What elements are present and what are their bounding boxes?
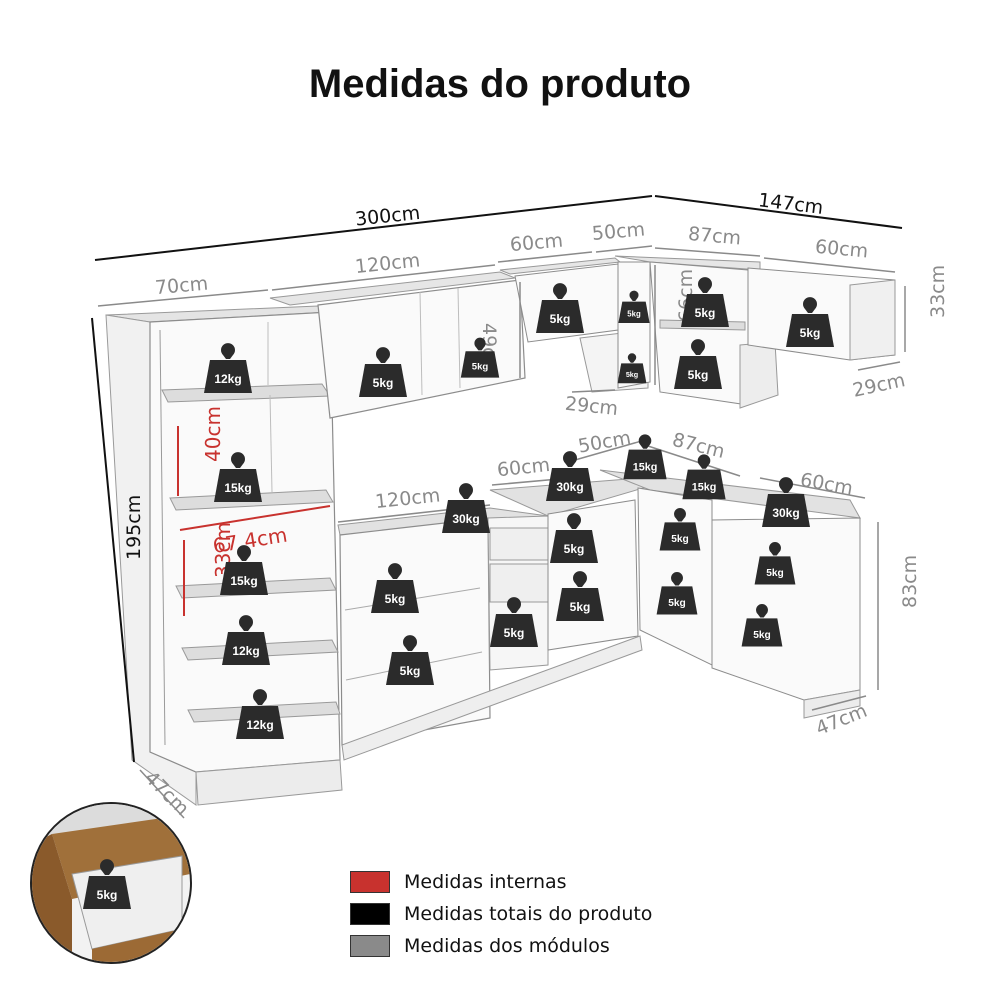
weight-icon: 5kg xyxy=(83,859,131,909)
weight-icon: 5kg xyxy=(550,513,598,563)
weight-icon: 15kg xyxy=(220,545,268,595)
weight-label: 5kg xyxy=(627,310,641,319)
inset-weight-label: 5kg xyxy=(97,888,118,902)
weight-label: 12kg xyxy=(232,644,259,658)
dim-upper-60: 60cm xyxy=(509,230,564,257)
page-title: Medidas do produto xyxy=(308,62,692,106)
weight-icon: 12kg xyxy=(222,615,270,665)
weight-label: 5kg xyxy=(472,362,489,373)
weight-label: 5kg xyxy=(385,592,406,606)
weight-label: 15kg xyxy=(230,574,257,588)
weight-label: 5kg xyxy=(400,664,421,678)
legend-item-module: Medidas dos módulos xyxy=(350,930,652,962)
weight-label: 5kg xyxy=(550,312,571,326)
weight-icon: 5kg xyxy=(536,283,584,333)
weight-label: 30kg xyxy=(772,506,799,520)
weight-icon: 12kg xyxy=(236,689,284,739)
weight-label: 5kg xyxy=(695,306,716,320)
drawer-detail-inset: 5kg xyxy=(30,802,192,964)
weight-icon: 5kg xyxy=(618,290,650,324)
weight-icon: 5kg xyxy=(786,297,834,347)
weight-label: 30kg xyxy=(452,512,479,526)
weight-label: 12kg xyxy=(214,372,241,386)
legend-label: Medidas internas xyxy=(404,871,567,893)
weight-icon: 30kg xyxy=(442,483,490,533)
weight-label: 5kg xyxy=(766,568,784,579)
weight-icon: 5kg xyxy=(681,277,729,327)
dim-lower-60: 60cm xyxy=(496,454,551,481)
dim-upper-50: 50cm xyxy=(591,218,646,245)
dim-upper-70: 70cm xyxy=(154,273,209,300)
weight-label: 5kg xyxy=(564,542,585,556)
weight-icon: 5kg xyxy=(460,337,500,378)
tower-cabinet xyxy=(105,305,343,806)
weight-label: 15kg xyxy=(224,481,251,495)
weight-label: 5kg xyxy=(688,368,709,382)
weight-icon: 15kg xyxy=(623,434,667,480)
dim-upper-29a: 29cm xyxy=(564,393,619,420)
weight-icon: 5kg xyxy=(556,571,604,621)
weight-label: 15kg xyxy=(692,481,717,493)
dim-upper-87: 87cm xyxy=(687,223,742,250)
weight-label: 5kg xyxy=(373,376,394,390)
weight-icon: 15kg xyxy=(214,452,262,502)
weight-icon: 5kg xyxy=(359,347,407,397)
weight-label: 15kg xyxy=(633,461,658,473)
dim-upper-60b: 60cm xyxy=(814,236,869,263)
weight-label: 5kg xyxy=(626,370,638,379)
weight-label: 5kg xyxy=(668,598,686,609)
weight-icon: 5kg xyxy=(741,604,783,647)
legend-item-total: Medidas totais do produto xyxy=(350,898,652,930)
weight-label: 12kg xyxy=(246,718,273,732)
weight-label: 5kg xyxy=(671,534,689,545)
weight-label: 5kg xyxy=(570,600,591,614)
dim-total-height: 195cm xyxy=(123,495,145,560)
weight-label: 5kg xyxy=(504,626,525,640)
weight-icon: 5kg xyxy=(371,563,419,613)
dim-total-depth: 147cm xyxy=(757,189,824,219)
weight-icon: 5kg xyxy=(659,508,701,551)
weight-label: 5kg xyxy=(800,326,821,340)
weight-icon: 30kg xyxy=(546,451,594,501)
weight-icon: 12kg xyxy=(204,343,252,393)
legend: Medidas internas Medidas totais do produ… xyxy=(350,866,652,962)
dim-lower-50: 50cm xyxy=(576,427,632,458)
legend-label: Medidas totais do produto xyxy=(404,903,653,925)
dim-lower-120: 120cm xyxy=(374,484,441,513)
legend-item-internal: Medidas internas xyxy=(350,866,652,898)
weight-icon: 5kg xyxy=(490,597,538,647)
legend-label: Medidas dos módulos xyxy=(404,935,610,957)
dim-internal-40: 40cm xyxy=(201,406,225,462)
legend-swatch-gray xyxy=(350,935,390,957)
weight-icon: 15kg xyxy=(682,454,726,500)
weight-icon: 5kg xyxy=(754,542,796,585)
weight-label: 5kg xyxy=(753,630,771,641)
weight-icon: 5kg xyxy=(656,572,698,615)
dimension-lines xyxy=(91,195,906,819)
weight-icon: 5kg xyxy=(674,339,722,389)
drawer-illustration: 5kg xyxy=(32,804,190,962)
dim-upper-33: 33cm xyxy=(927,265,949,318)
weight-label: 30kg xyxy=(556,480,583,494)
dim-total-width: 300cm xyxy=(354,202,421,231)
weight-icon: 5kg xyxy=(617,353,647,384)
weight-icon: 30kg xyxy=(762,477,810,527)
legend-swatch-red xyxy=(350,871,390,893)
dim-upper-29b: 29cm xyxy=(851,369,908,402)
dim-lower-83: 83cm xyxy=(899,555,921,608)
legend-swatch-black xyxy=(350,903,390,925)
weight-icon: 5kg xyxy=(386,635,434,685)
